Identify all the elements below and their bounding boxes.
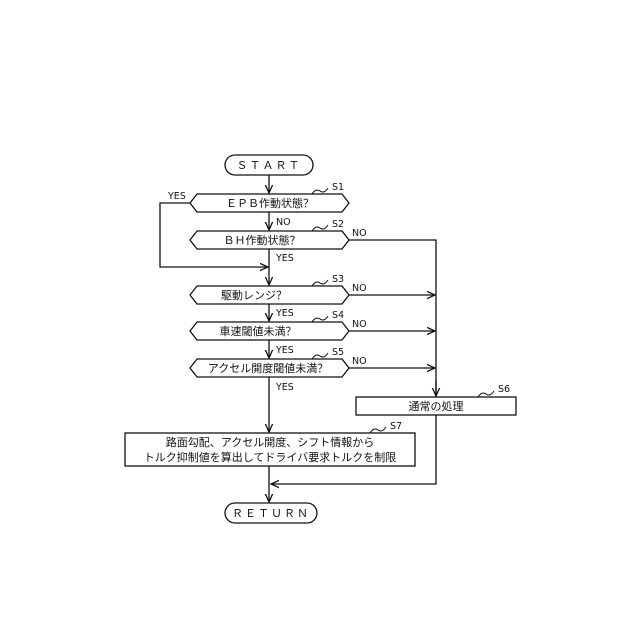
s7-text-line1: 路面勾配、アクセル開度、シフト情報から	[166, 435, 374, 449]
s5-label: S5	[332, 347, 344, 358]
s5-yes-label: YES	[275, 382, 294, 393]
s1-label: S1	[332, 182, 344, 193]
s1-text: ＥＰＢ作動状態？	[226, 196, 314, 210]
step-s7-process: 路面勾配、アクセル開度、シフト情報から トルク抑制値を算出してドライバ要求トルク…	[125, 421, 415, 466]
s5-leader	[312, 353, 328, 359]
s3-leader	[312, 280, 328, 286]
s6-leader	[478, 391, 494, 397]
s7-label: S7	[390, 421, 402, 432]
s1-leader	[312, 188, 328, 194]
s6-text: 通常の処理	[409, 400, 464, 413]
s7-text-line2: トルク抑制値を算出してドライバ要求トルクを制限	[144, 450, 396, 464]
s4-leader	[312, 316, 328, 322]
s3-text: 駆動レンジ？	[221, 288, 287, 302]
s3-yes-label: YES	[275, 308, 294, 319]
return-label: ＲＥＴＵＲＮ	[232, 507, 310, 520]
s2-leader	[312, 225, 328, 231]
s3-no-label: NO	[352, 283, 367, 294]
s2-text: ＢＨ作動状態？	[224, 233, 301, 247]
s5-no-label: NO	[352, 356, 367, 367]
s2-no-label: NO	[352, 228, 367, 239]
return-terminal: ＲＥＴＵＲＮ	[225, 503, 317, 523]
start-label: ＳＴＡＲＴ	[237, 159, 302, 172]
s4-no-label: NO	[352, 319, 367, 330]
s5-text: アクセル開度閾値未満？	[208, 361, 328, 375]
s4-label: S4	[332, 310, 344, 321]
s1-yes-label: YES	[167, 191, 186, 202]
s2-yes-label: YES	[275, 253, 294, 264]
start-terminal: ＳＴＡＲＴ	[225, 155, 313, 175]
s1-no-label: NO	[276, 217, 291, 228]
s2-label: S2	[332, 219, 344, 230]
s7-leader	[370, 427, 386, 433]
s3-label: S3	[332, 274, 344, 285]
s6-label: S6	[498, 384, 510, 395]
s4-text: 車速閾値未満？	[220, 324, 297, 338]
s4-yes-label: YES	[275, 345, 294, 356]
